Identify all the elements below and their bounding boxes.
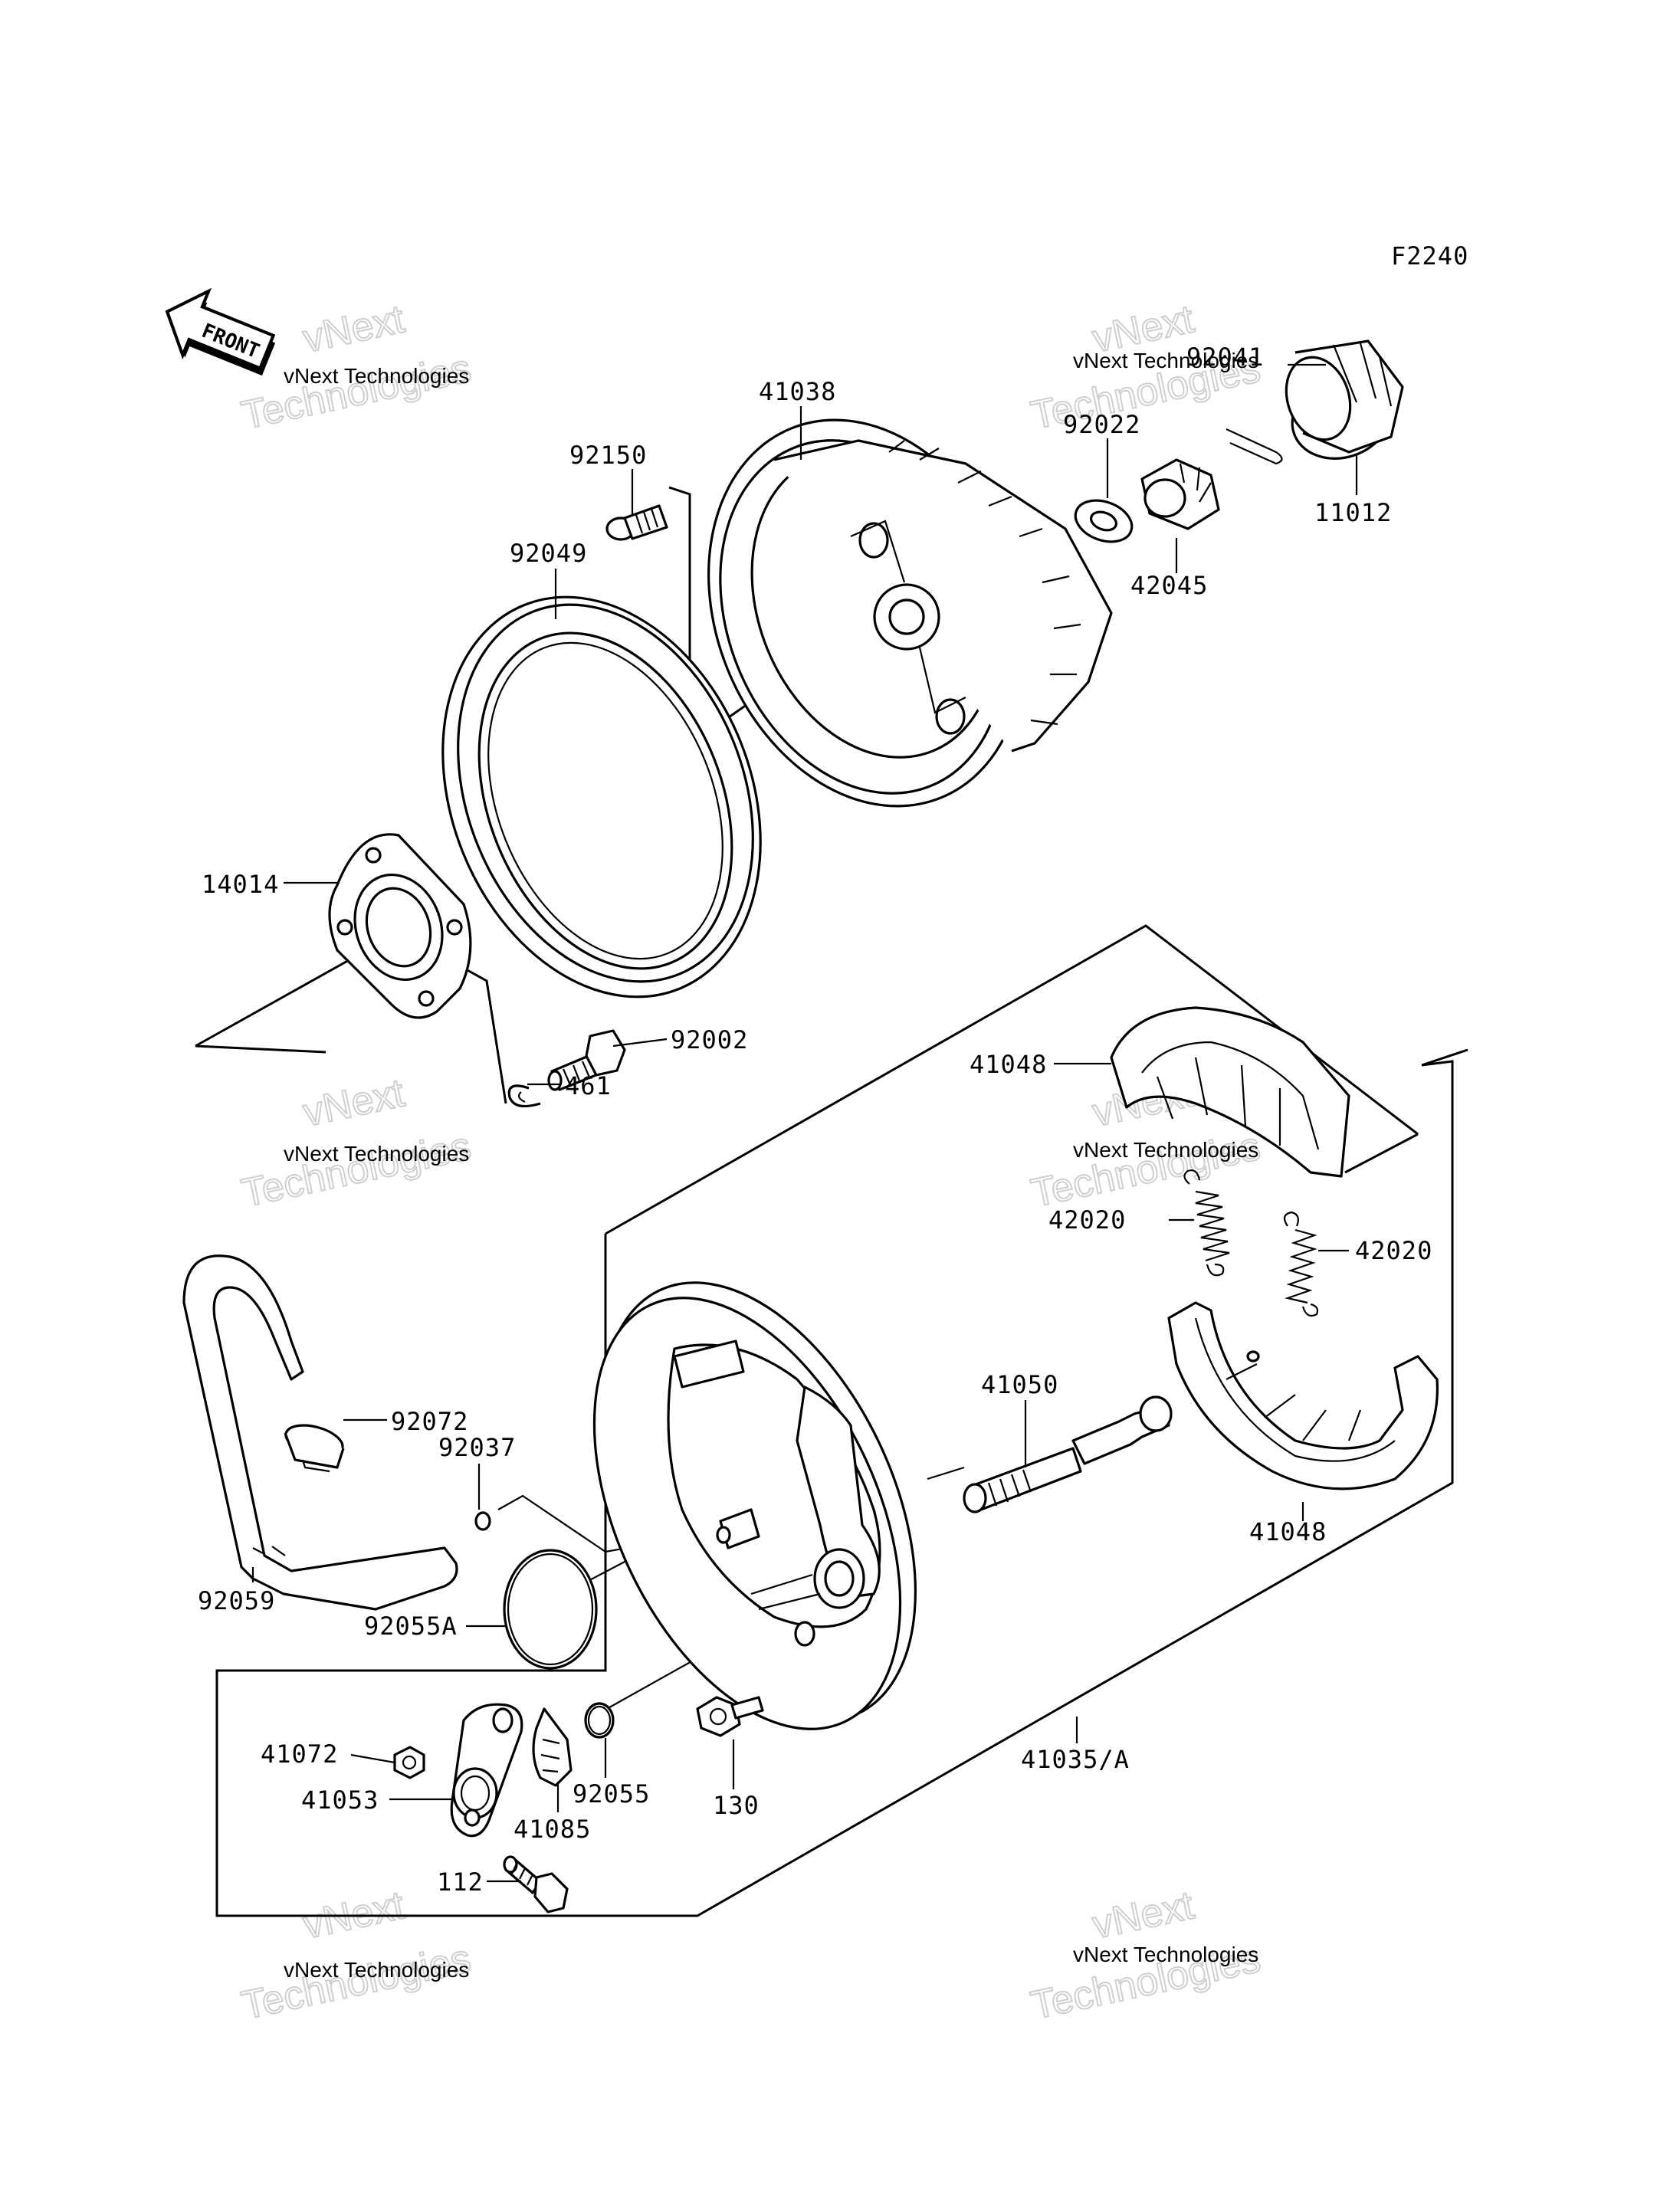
svg-text:Technologies: Technologies bbox=[238, 1936, 474, 2028]
watermark-mid-left: vNext Technologies vNext Technologies bbox=[237, 1070, 475, 1216]
oring-92037 bbox=[474, 1511, 491, 1531]
svg-text:vNext: vNext bbox=[299, 297, 409, 361]
spring-42020-left bbox=[1183, 1169, 1230, 1277]
brake-shoe-41048-top bbox=[1110, 1006, 1350, 1178]
figure-code: F2240 bbox=[1391, 241, 1468, 271]
washer-92022 bbox=[1074, 499, 1134, 543]
watermark-bottom-right: vNext Technologies vNext Technologies bbox=[1026, 1882, 1265, 2028]
label-92150: 92150 bbox=[569, 441, 647, 470]
label-11012: 11012 bbox=[1314, 498, 1392, 527]
indicator-41085 bbox=[532, 1707, 573, 1787]
seal-92049 bbox=[441, 595, 762, 998]
lever-41053 bbox=[450, 1703, 523, 1838]
nut-42045 bbox=[1140, 458, 1220, 530]
label-41050: 41050 bbox=[981, 1370, 1058, 1399]
svg-text:vNext Technologies: vNext Technologies bbox=[1073, 1943, 1258, 1966]
label-92002: 92002 bbox=[671, 1025, 748, 1054]
cap-11012 bbox=[1285, 339, 1404, 460]
flange-14014 bbox=[328, 833, 472, 1019]
label-92037: 92037 bbox=[438, 1433, 516, 1462]
bolt-92150 bbox=[605, 504, 668, 541]
svg-text:Technologies: Technologies bbox=[238, 1124, 474, 1216]
part-labels: 41038 92150 92049 92022 92041 11012 4204… bbox=[198, 343, 1432, 1897]
clamp-92072 bbox=[284, 1424, 345, 1473]
label-42020-left: 42020 bbox=[1048, 1205, 1126, 1235]
label-92059: 92059 bbox=[198, 1586, 275, 1615]
svg-text:Technologies: Technologies bbox=[238, 346, 474, 438]
watermark-top-left: vNext Technologies vNext Technologies bbox=[237, 296, 475, 438]
spring-42020-right bbox=[1283, 1211, 1319, 1317]
label-112: 112 bbox=[437, 1867, 484, 1897]
svg-text:vNext: vNext bbox=[1088, 1883, 1198, 1947]
svg-text:vNext Technologies: vNext Technologies bbox=[284, 364, 469, 388]
label-41038: 41038 bbox=[759, 377, 836, 406]
label-92041: 92041 bbox=[1186, 343, 1264, 372]
watermark-bottom-left: vNext Technologies vNext Technologies bbox=[237, 1882, 475, 2028]
label-92022: 92022 bbox=[1063, 410, 1140, 439]
bolt-130 bbox=[696, 1696, 764, 1737]
label-41072: 41072 bbox=[261, 1740, 338, 1769]
washer-461 bbox=[507, 1084, 541, 1108]
label-42045: 42045 bbox=[1130, 571, 1208, 600]
label-41048-bottom: 41048 bbox=[1249, 1517, 1327, 1546]
brake-shoe-41048-bottom bbox=[1167, 1301, 1439, 1490]
label-41085: 41085 bbox=[514, 1815, 591, 1844]
brake-panel-41035A bbox=[592, 1281, 917, 1730]
svg-text:vNext: vNext bbox=[299, 1071, 409, 1135]
svg-text:vNext Technologies: vNext Technologies bbox=[1073, 349, 1258, 372]
bolt-112 bbox=[503, 1855, 569, 1913]
label-130: 130 bbox=[713, 1791, 760, 1820]
nut-41072 bbox=[393, 1746, 425, 1779]
label-14014: 14014 bbox=[202, 870, 279, 899]
cotter-pin-92041 bbox=[1226, 428, 1283, 465]
oring-92055 bbox=[584, 1702, 615, 1739]
oring-92055A bbox=[503, 1549, 598, 1670]
label-41048-top: 41048 bbox=[970, 1050, 1047, 1079]
label-42020-right: 42020 bbox=[1355, 1236, 1432, 1265]
hose-92059 bbox=[182, 1254, 458, 1611]
svg-text:vNext Technologies: vNext Technologies bbox=[284, 1142, 469, 1166]
brake-drum-41038 bbox=[707, 418, 1113, 808]
label-461: 461 bbox=[565, 1071, 612, 1100]
label-92055A: 92055A bbox=[364, 1612, 458, 1641]
front-arrow-icon: FRONT bbox=[165, 287, 276, 376]
label-41035A: 41035/A bbox=[1021, 1745, 1130, 1774]
label-92072: 92072 bbox=[391, 1407, 468, 1436]
label-92049: 92049 bbox=[510, 539, 587, 568]
svg-text:vNext Technologies: vNext Technologies bbox=[1073, 1138, 1258, 1162]
leader-lines bbox=[251, 363, 1358, 1883]
label-92055: 92055 bbox=[573, 1779, 650, 1808]
svg-text:vNext Technologies: vNext Technologies bbox=[284, 1958, 469, 1982]
cam-shaft-41050 bbox=[963, 1395, 1173, 1513]
label-41053: 41053 bbox=[301, 1785, 379, 1815]
